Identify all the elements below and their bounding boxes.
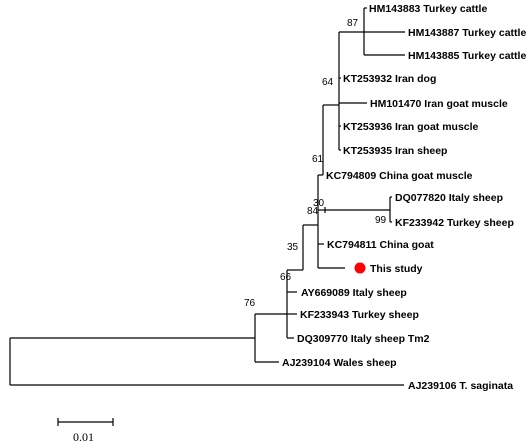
bootstrap-35: 35 <box>287 242 299 253</box>
taxon-labels: HM143883 Turkey cattle HM143887 Turkey c… <box>282 3 526 392</box>
taxon-kt253935: KT253935 Iran sheep <box>343 145 447 157</box>
bootstrap-99: 99 <box>375 215 387 226</box>
bootstrap-66: 66 <box>280 272 292 283</box>
bootstrap-84: 84 <box>307 206 319 217</box>
bootstrap-values: 87 64 61 30 84 99 35 66 76 <box>244 18 387 309</box>
bootstrap-61: 61 <box>312 154 324 165</box>
taxon-this-study: This study <box>370 263 423 275</box>
taxon-ay669089: AY669089 Italy sheep <box>301 287 407 299</box>
taxon-kt253936: KT253936 Iran goat muscle <box>343 121 479 133</box>
taxon-kf233943: KF233943 Turkey sheep <box>300 309 419 321</box>
taxon-hm101470: HM101470 Iran goat muscle <box>370 98 508 110</box>
taxon-dq309770: DQ309770 Italy sheep Tm2 <box>297 333 430 345</box>
tree-branches <box>9 7 405 386</box>
bootstrap-76: 76 <box>244 298 256 309</box>
scale-bar: 0.01 <box>57 418 114 443</box>
taxon-aj239106: AJ239106 T. saginata <box>408 380 513 392</box>
taxon-hm143885: HM143885 Turkey cattle <box>408 50 526 62</box>
bootstrap-64: 64 <box>322 77 334 88</box>
taxon-kc794811: KC794811 China goat <box>327 239 434 251</box>
bootstrap-30: 30 <box>313 198 325 209</box>
taxon-kc794809: KC794809 China goat muscle <box>326 170 473 182</box>
taxon-kf233942: KF233942 Turkey sheep <box>395 217 514 229</box>
taxon-aj239104: AJ239104 Wales sheep <box>282 357 397 369</box>
taxon-kt253932: KT253932 Iran dog <box>343 73 436 85</box>
taxon-hm143883: HM143883 Turkey cattle <box>369 3 487 15</box>
taxon-dq077820: DQ077820 Italy sheep <box>395 192 503 204</box>
this-study-marker-icon <box>354 262 366 274</box>
taxon-hm143887: HM143887 Turkey cattle <box>408 27 526 39</box>
bootstrap-87: 87 <box>347 18 359 29</box>
scale-bar-label: 0.01 <box>73 430 94 443</box>
